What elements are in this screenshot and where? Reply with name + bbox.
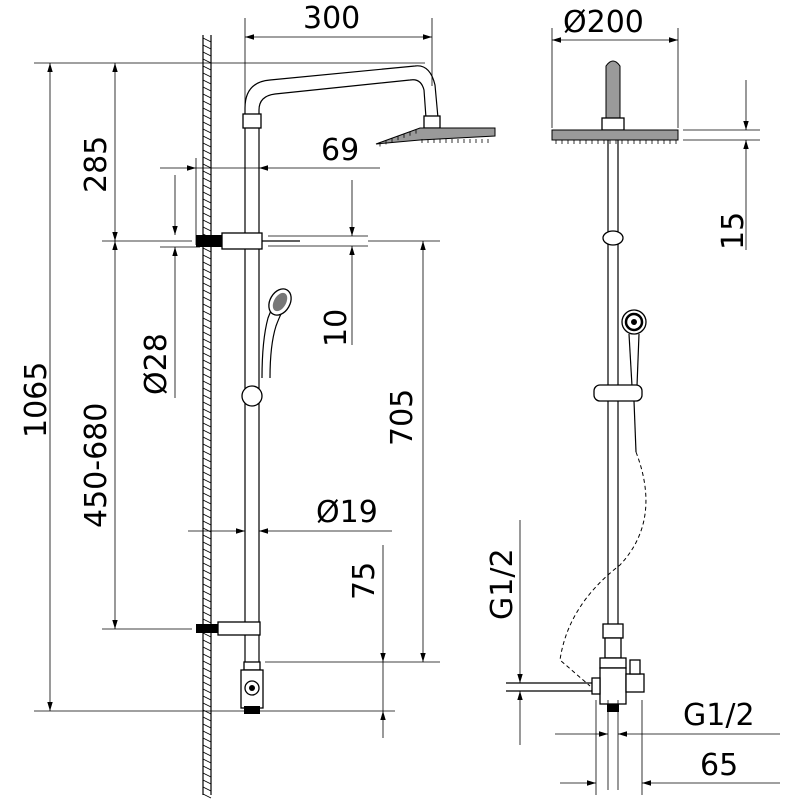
side-mixer xyxy=(506,623,645,712)
side-view: Ø200 15 G1/2 G1/2 xyxy=(485,5,780,795)
dim-rail-length: 705 xyxy=(265,240,440,663)
dim-bracket-diameter-label: Ø28 xyxy=(139,333,174,395)
dim-adjust-range-label: 450-680 xyxy=(79,403,114,528)
dim-head-thickness: 15 xyxy=(683,80,760,250)
dim-bracket-gap: 10 xyxy=(268,180,368,347)
dim-bottom-offset: 75 xyxy=(347,545,386,738)
wall-hatch xyxy=(202,35,212,799)
dim-head-diameter: Ø200 xyxy=(551,5,679,128)
dim-bracket-diameter: Ø28 xyxy=(139,175,200,398)
hand-shower xyxy=(261,288,292,379)
dim-total-height: 1065 xyxy=(19,62,425,712)
dim-rail-length-label: 705 xyxy=(385,389,420,446)
dim-inlet-thread-left: G1/2 xyxy=(485,520,523,745)
dim-head-thickness-label: 15 xyxy=(716,212,751,250)
dim-inlet-thread-bottom-label: G1/2 xyxy=(683,698,755,733)
dim-inlet-thread-bottom: G1/2 xyxy=(555,698,780,790)
dim-bottom-offset-label: 75 xyxy=(347,562,382,600)
side-hand-shower xyxy=(621,309,647,387)
bottom-fitting xyxy=(240,661,264,714)
front-view: 300 1065 285 450-680 69 xyxy=(19,1,496,799)
side-slider xyxy=(593,384,643,402)
dim-total-height-label: 1065 xyxy=(19,362,54,438)
side-rain-head xyxy=(551,129,679,141)
dim-head-diameter-label: Ø200 xyxy=(563,5,644,40)
lower-bracket xyxy=(196,621,261,636)
dim-inlet-width: 65 xyxy=(560,700,780,795)
dim-arm-length: 300 xyxy=(244,1,433,108)
dim-pipe-diameter-label: Ø19 xyxy=(316,495,378,530)
upper-bracket xyxy=(196,232,300,250)
slider-ball xyxy=(241,385,263,407)
dim-pipe-diameter: Ø19 xyxy=(188,495,392,534)
dim-bracket-gap-label: 10 xyxy=(319,309,354,347)
dim-head-offset: 69 xyxy=(160,133,380,245)
dim-inlet-thread-left-label: G1/2 xyxy=(485,548,520,620)
dim-arm-length-label: 300 xyxy=(303,1,360,36)
dim-arm-height-label: 285 xyxy=(79,136,114,193)
dim-adjust-range: 450-680 xyxy=(79,241,192,630)
dim-inlet-width-label: 65 xyxy=(700,748,738,783)
dim-head-offset-label: 69 xyxy=(321,133,359,168)
dim-arm-height: 285 xyxy=(79,63,192,242)
side-hose xyxy=(559,451,647,687)
